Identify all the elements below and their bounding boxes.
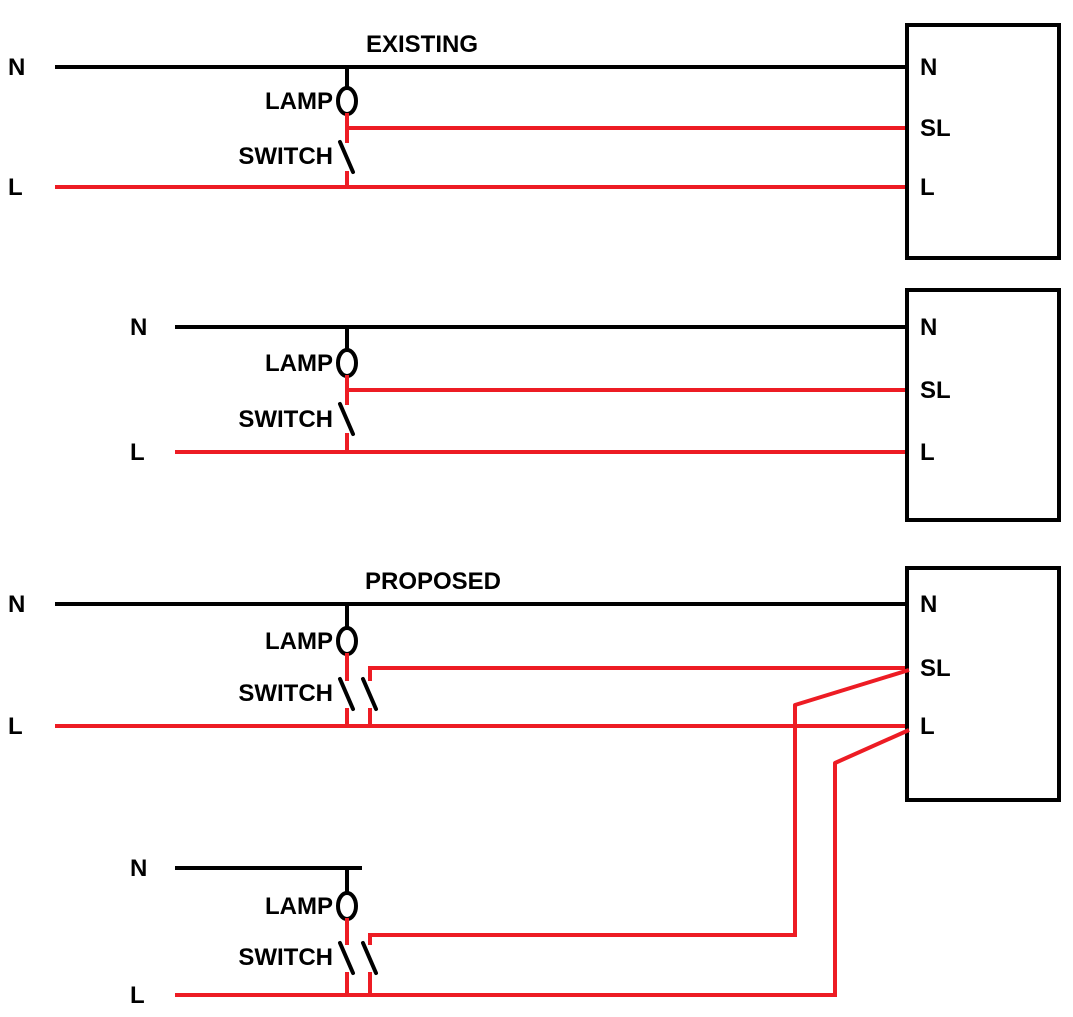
box-live-label: L	[920, 174, 935, 201]
lamp-label: LAMP	[265, 893, 333, 920]
lamp-symbol	[336, 86, 358, 116]
neutral-label: N	[130, 855, 147, 882]
switch-blade-1	[338, 941, 355, 975]
existing-circuit-2: N LAMP SWITCH L N SL L	[130, 288, 1061, 522]
box-neutral-label: N	[920, 591, 937, 618]
box-switched-live-label: SL	[920, 655, 951, 682]
live-label: L	[8, 174, 23, 201]
box-neutral-label: N	[920, 54, 937, 81]
switch-label: SWITCH	[238, 944, 333, 971]
neutral-label: N	[130, 314, 147, 341]
live-link-wire	[833, 728, 910, 995]
live-label: L	[130, 982, 145, 1009]
switched-live-link-wire	[793, 668, 910, 935]
junction-box	[905, 23, 1061, 260]
switch-blade-2	[361, 677, 378, 711]
junction-box	[905, 566, 1061, 802]
neutral-label: N	[8, 591, 25, 618]
switch-label: SWITCH	[238, 680, 333, 707]
proposed-circuit-2: N LAMP SWITCH L	[130, 855, 837, 1009]
proposed-title: PROPOSED	[365, 568, 501, 595]
existing-section: EXISTING N LAMP SWITCH L N SL L N L	[8, 23, 1061, 522]
switch-blade-2	[361, 941, 378, 975]
proposed-circuit-1: N LAMP SWITCH L N SL L	[8, 566, 1061, 802]
existing-circuit-1: N LAMP SWITCH L N SL L	[8, 23, 1061, 260]
lamp-label: LAMP	[265, 628, 333, 655]
lamp-label: LAMP	[265, 350, 333, 377]
box-live-label: L	[920, 713, 935, 740]
lamp-symbol	[336, 626, 358, 656]
existing-title: EXISTING	[366, 31, 478, 58]
junction-box	[905, 288, 1061, 522]
box-live-label: L	[920, 439, 935, 466]
box-switched-live-label: SL	[920, 377, 951, 404]
proposed-section: PROPOSED N LAMP SWITCH L N SL L	[8, 566, 1061, 1009]
switch-blade	[338, 140, 355, 174]
live-label: L	[130, 439, 145, 466]
live-label: L	[8, 713, 23, 740]
switch-blade	[338, 402, 355, 436]
lamp-label: LAMP	[265, 88, 333, 115]
switch-label: SWITCH	[238, 143, 333, 170]
switch-label: SWITCH	[238, 406, 333, 433]
lamp-symbol	[336, 891, 358, 921]
neutral-label: N	[8, 54, 25, 81]
switch-blade-1	[338, 677, 355, 711]
box-neutral-label: N	[920, 314, 937, 341]
box-switched-live-label: SL	[920, 115, 951, 142]
interconnect-wires	[793, 668, 910, 995]
lamp-symbol	[336, 348, 358, 378]
